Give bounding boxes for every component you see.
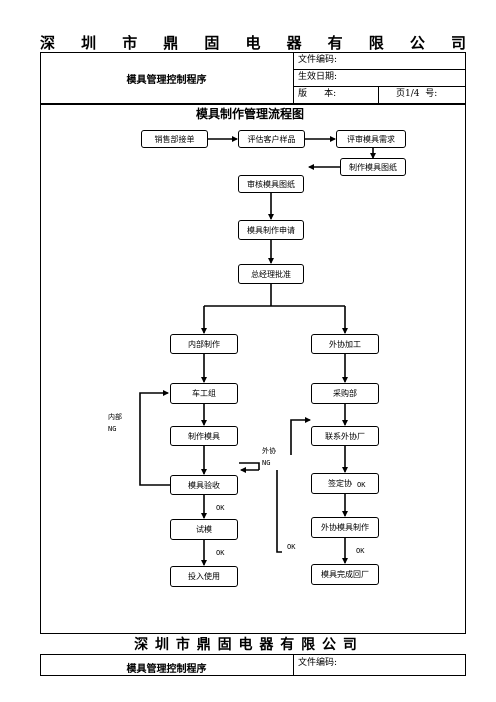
label-ok-inspection: OK (216, 504, 225, 512)
header-divider-h1 (293, 69, 466, 70)
node-make-mold: 制作模具 (170, 426, 238, 446)
company-char: 限 (368, 34, 384, 52)
node-internal: 内部制作 (170, 334, 238, 354)
footer-company-name: 深 圳 市 鼎 固 电 器 有 限 公 司 (134, 637, 358, 653)
footer-doc-title: 模具管理控制程序 (126, 664, 207, 675)
node-apply: 模具制作申请 (238, 220, 304, 240)
header-divider-h2 (293, 86, 466, 87)
node-review-requirements: 评审模具需求 (336, 130, 406, 148)
node-sign-contract: 签定协 (311, 473, 379, 494)
label-outsource-ng-1: 外协 (262, 447, 276, 455)
company-char: 市 (122, 34, 138, 52)
header-divider-v (293, 52, 294, 104)
node-trial: 试模 (170, 519, 238, 540)
node-make-drawing: 制作模具图纸 (340, 158, 406, 176)
content-frame (40, 104, 466, 634)
node-evaluate-sample: 评估客户样品 (238, 130, 305, 148)
node-put-into-use: 投入使用 (170, 566, 238, 587)
company-char: 司 (450, 34, 466, 52)
label-ok-trial: OK (216, 549, 225, 557)
node-gm-approve: 总经理批准 (238, 264, 304, 284)
node-sales-order: 销售部接单 (141, 130, 208, 148)
company-char: 圳 (81, 34, 97, 52)
sign-contract-label: 签定协 (328, 479, 352, 488)
footer-header-table (40, 654, 466, 676)
company-char: 电 (245, 34, 261, 52)
node-review-drawing: 审核模具图纸 (238, 175, 304, 193)
company-name: 深 圳 市 鼎 固 电 器 有 限 公 司 (40, 32, 466, 52)
effective-date-label: 生效日期: (298, 72, 338, 82)
flowchart-title: 模具制作管理流程图 (195, 107, 304, 121)
company-char: 深 (40, 34, 56, 52)
node-outsource: 外协加工 (311, 334, 379, 354)
footer-divider-v (293, 654, 294, 676)
header-table (40, 52, 466, 104)
node-mold-return: 模具完成回厂 (311, 564, 379, 585)
company-char: 鼎 (163, 34, 179, 52)
header-divider-v2 (378, 86, 379, 104)
label-ok-contract: OK (357, 481, 366, 489)
label-internal-ng-1: 内部 (108, 413, 122, 421)
node-contact-vendor: 联系外协厂 (311, 426, 379, 446)
company-char: 有 (327, 34, 343, 52)
footer-file-no-label: 文件编码: (298, 658, 338, 668)
label-outsource-ng-2: NG (262, 459, 271, 467)
node-lathe-team: 车工组 (170, 383, 238, 404)
version-label: 版 本: (298, 89, 337, 99)
company-char: 器 (286, 34, 302, 52)
file-no-label: 文件编码: (298, 55, 338, 65)
label-ok-outer: OK (287, 543, 296, 551)
label-internal-ng-2: NG (108, 425, 117, 433)
doc-title: 模具管理控制程序 (126, 74, 207, 86)
page-label: 页1/4 号: (396, 89, 438, 99)
node-purchasing: 采购部 (311, 383, 379, 404)
node-mold-inspection: 模具验收 (170, 475, 238, 495)
company-char: 公 (409, 34, 425, 52)
node-vendor-make: 外协模具制作 (311, 517, 379, 538)
company-char: 固 (204, 34, 220, 52)
label-ok-vendor: OK (356, 547, 365, 555)
